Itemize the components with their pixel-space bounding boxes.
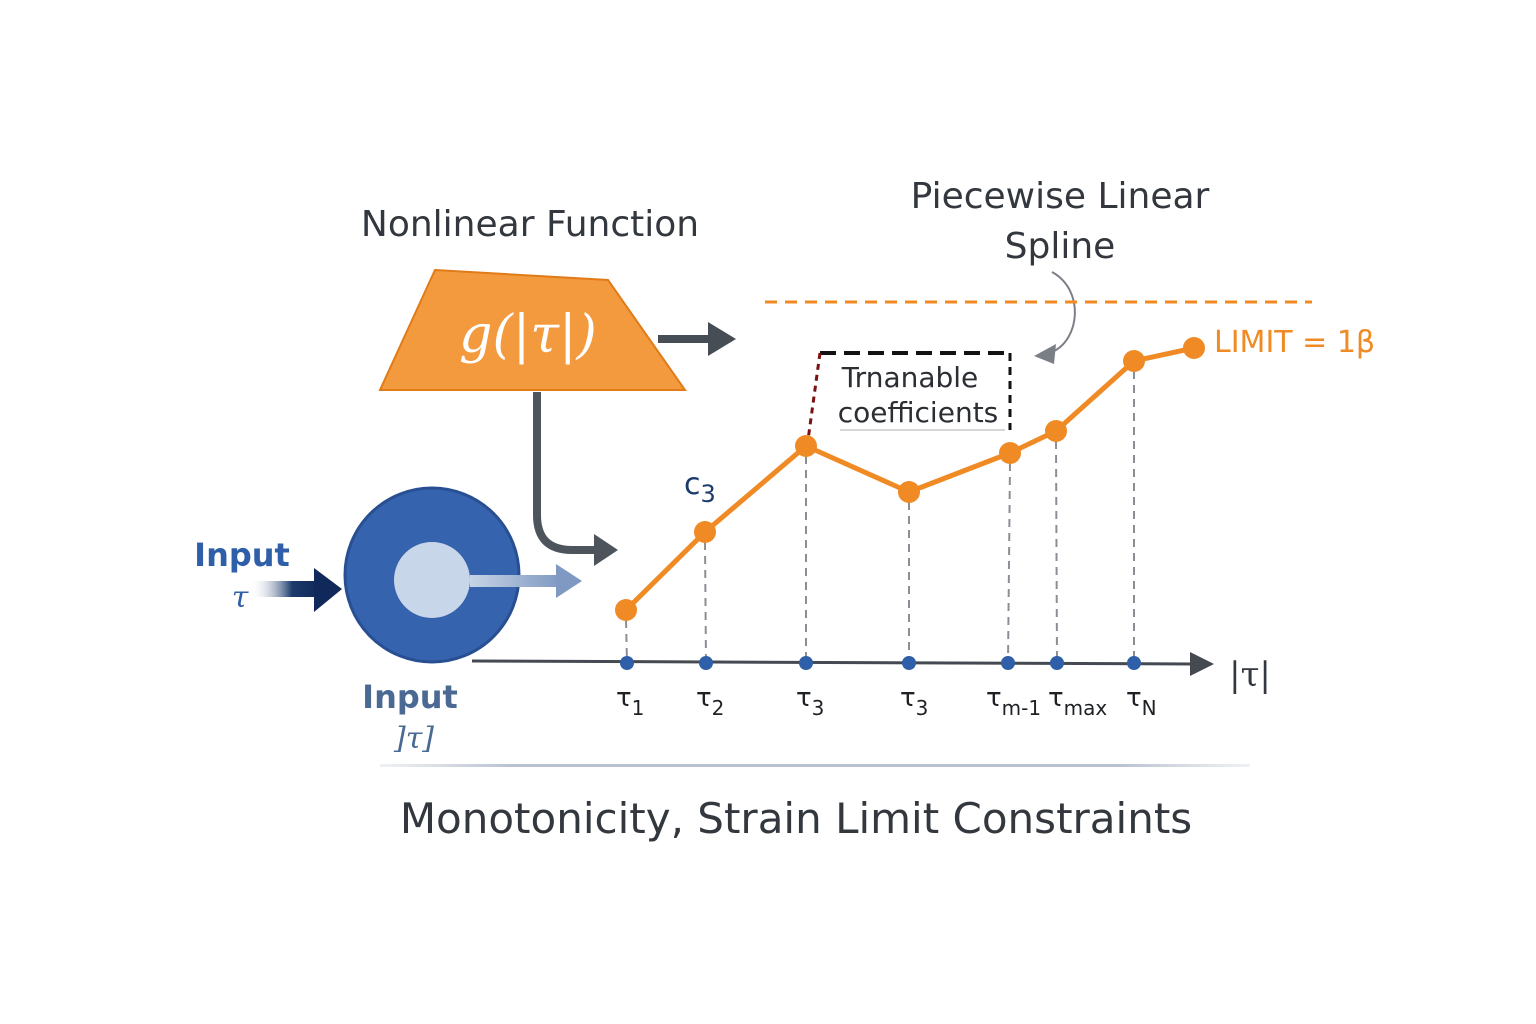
input-arrowhead: [314, 568, 342, 612]
nonlinear-function-title: Nonlinear Function: [361, 204, 699, 245]
knot-label: τN: [1126, 683, 1157, 720]
spline-coefficient-point: [615, 599, 637, 621]
function-down-arrow: [533, 392, 596, 554]
coefficients-box-left: [806, 352, 822, 441]
knot-label: τ3: [796, 683, 824, 720]
spline-curve: [615, 337, 1205, 621]
function-down-arrowhead: [594, 534, 618, 566]
axis-knot-dot: [699, 656, 713, 670]
knot-label: τ3: [900, 683, 928, 720]
input-node-core: [394, 542, 470, 618]
input-bottom-word: Input: [362, 678, 458, 716]
spline-coefficient-point: [1123, 350, 1145, 372]
spline-coefficient-point: [999, 442, 1021, 464]
function-box-label: g(|τ|): [459, 305, 597, 365]
spline-coefficient-point: [795, 435, 817, 457]
nonlinear-function-box: [378, 268, 687, 391]
bottom-divider: [380, 764, 1250, 767]
knot-label: τ1: [616, 683, 644, 720]
spline-polyline: [624, 345, 1195, 612]
tau-axis: [471, 659, 1193, 666]
coefficients-label-line1: Trnanable: [841, 361, 979, 394]
coefficient-c3-label: c3: [684, 467, 716, 508]
input-bottom-symbol: ]τ]: [393, 721, 434, 756]
spline-title-line2: Spline: [1005, 226, 1116, 267]
axis-knot-dot: [1001, 656, 1015, 670]
input-node-out-arrowhead: [556, 564, 582, 598]
spline-coefficient-point: [898, 481, 920, 503]
axis-knot-dot: [1050, 656, 1064, 670]
axis-knot-dot: [799, 656, 813, 670]
spline-coefficient-point: [1045, 420, 1067, 442]
knot-guide-line: [1007, 462, 1011, 664]
spline-guides: [625, 371, 1135, 664]
knot-label: τ2: [696, 683, 724, 720]
knot-guide-line: [625, 619, 628, 664]
spline-pointer-arrow: [1051, 271, 1076, 353]
input-top-symbol: τ: [232, 580, 249, 615]
knot-markers: [620, 656, 1141, 670]
axis-knot-dot: [1127, 656, 1141, 670]
knot-label: τm-1: [986, 683, 1041, 720]
spline-coefficient-point: [1183, 337, 1205, 359]
knot-label: τmax: [1048, 683, 1107, 720]
knot-guide-line: [704, 541, 707, 664]
spline-coefficient-point: [694, 521, 716, 543]
input-top-word: Input: [194, 536, 290, 574]
function-output-arrowhead: [708, 322, 736, 356]
tau-axis-label: |τ|: [1229, 655, 1271, 695]
input-node-out-shaft: [470, 575, 560, 587]
spline-title-line1: Piecewise Linear: [911, 176, 1210, 217]
axis-knot-dot: [620, 656, 634, 670]
bottom-title: Monotonicity, Strain Limit Constraints: [400, 794, 1192, 843]
knot-guide-line: [1055, 440, 1058, 664]
input-arrow-shaft: [250, 581, 320, 597]
spline-pointer-arrowhead: [1034, 344, 1056, 364]
limit-label: LIMIT = 1β: [1214, 325, 1375, 360]
axis-knot-dot: [902, 656, 916, 670]
tau-axis-arrowhead: [1190, 652, 1214, 676]
coefficients-label-line2: coefficients: [838, 396, 999, 429]
